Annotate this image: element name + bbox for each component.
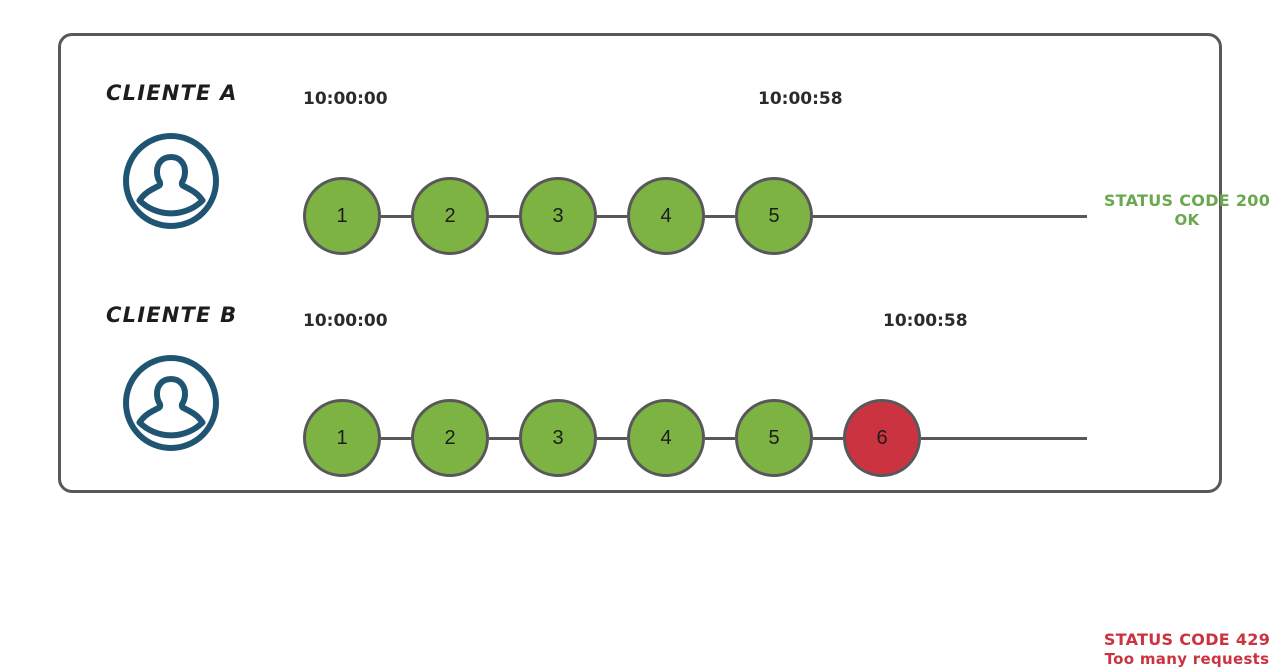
client-b-time-end: 10:00:58 <box>883 311 968 331</box>
client-a-time-start: 10:00:00 <box>303 89 388 109</box>
request-node-4[interactable]: 4 <box>627 399 705 477</box>
request-connector <box>381 437 411 440</box>
request-connector <box>813 437 843 440</box>
request-node-6[interactable]: 6 <box>843 399 921 477</box>
request-node-2[interactable]: 2 <box>411 399 489 477</box>
request-connector <box>381 215 411 218</box>
request-node-1[interactable]: 1 <box>303 399 381 477</box>
request-connector <box>705 215 735 218</box>
status-connector <box>813 215 1087 218</box>
client-b-time-start: 10:00:00 <box>303 311 388 331</box>
user-circle-icon <box>121 131 221 231</box>
client-a-label: CLIENTE A <box>106 81 238 105</box>
client-a-time-end: 10:00:58 <box>758 89 843 109</box>
request-node-5[interactable]: 5 <box>735 399 813 477</box>
client-b-status-message: Too many requests <box>1104 650 1270 668</box>
request-node-2[interactable]: 2 <box>411 177 489 255</box>
request-node-4[interactable]: 4 <box>627 177 705 255</box>
request-node-3[interactable]: 3 <box>519 177 597 255</box>
request-connector <box>597 437 627 440</box>
user-circle-icon <box>121 353 221 453</box>
request-node-1[interactable]: 1 <box>303 177 381 255</box>
request-connector <box>597 215 627 218</box>
request-node-3[interactable]: 3 <box>519 399 597 477</box>
client-a-status-code: STATUS CODE 200 <box>1103 191 1271 210</box>
status-connector <box>921 437 1087 440</box>
client-b-status-code: STATUS CODE 429 <box>1103 630 1271 649</box>
client-b-status: STATUS CODE 429 Too many requests <box>1087 630 1280 669</box>
request-connector <box>705 437 735 440</box>
request-connector <box>489 437 519 440</box>
client-b-label: CLIENTE B <box>106 303 238 327</box>
request-node-5[interactable]: 5 <box>735 177 813 255</box>
client-a-status: STATUS CODE 200 OK <box>1087 191 1280 230</box>
client-a-status-message: OK <box>1174 211 1200 229</box>
request-connector <box>489 215 519 218</box>
